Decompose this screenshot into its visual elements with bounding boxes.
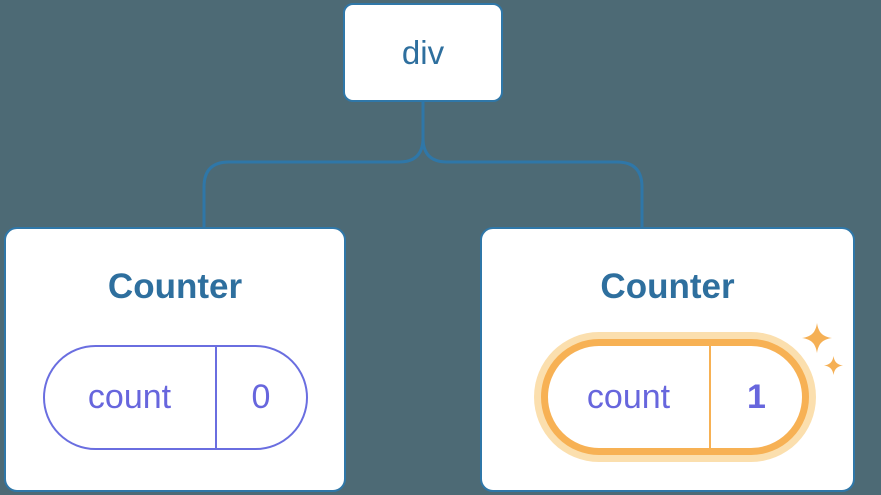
state-pill: count 0 <box>42 344 308 450</box>
state-pill-highlighted: count 1 <box>541 339 809 455</box>
connector-left-branch <box>202 137 425 228</box>
counter-card-right: Counter count 1 <box>480 227 855 492</box>
state-value: 1 <box>709 346 802 448</box>
connector-right-branch <box>421 137 644 228</box>
state-area: count 1 <box>482 304 853 490</box>
sparkle-icon-large <box>802 323 832 353</box>
sparkle-icon-small <box>824 356 843 375</box>
state-key: count <box>87 377 172 416</box>
state-key: count <box>586 377 671 416</box>
component-name: Counter <box>600 267 735 306</box>
state-value: 0 <box>214 346 306 448</box>
counter-card-left: Counter count 0 <box>4 227 346 492</box>
root-node: div <box>343 3 503 102</box>
root-node-label: div <box>401 33 445 71</box>
component-name: Counter <box>107 267 243 306</box>
state-area: count 0 <box>6 304 344 490</box>
